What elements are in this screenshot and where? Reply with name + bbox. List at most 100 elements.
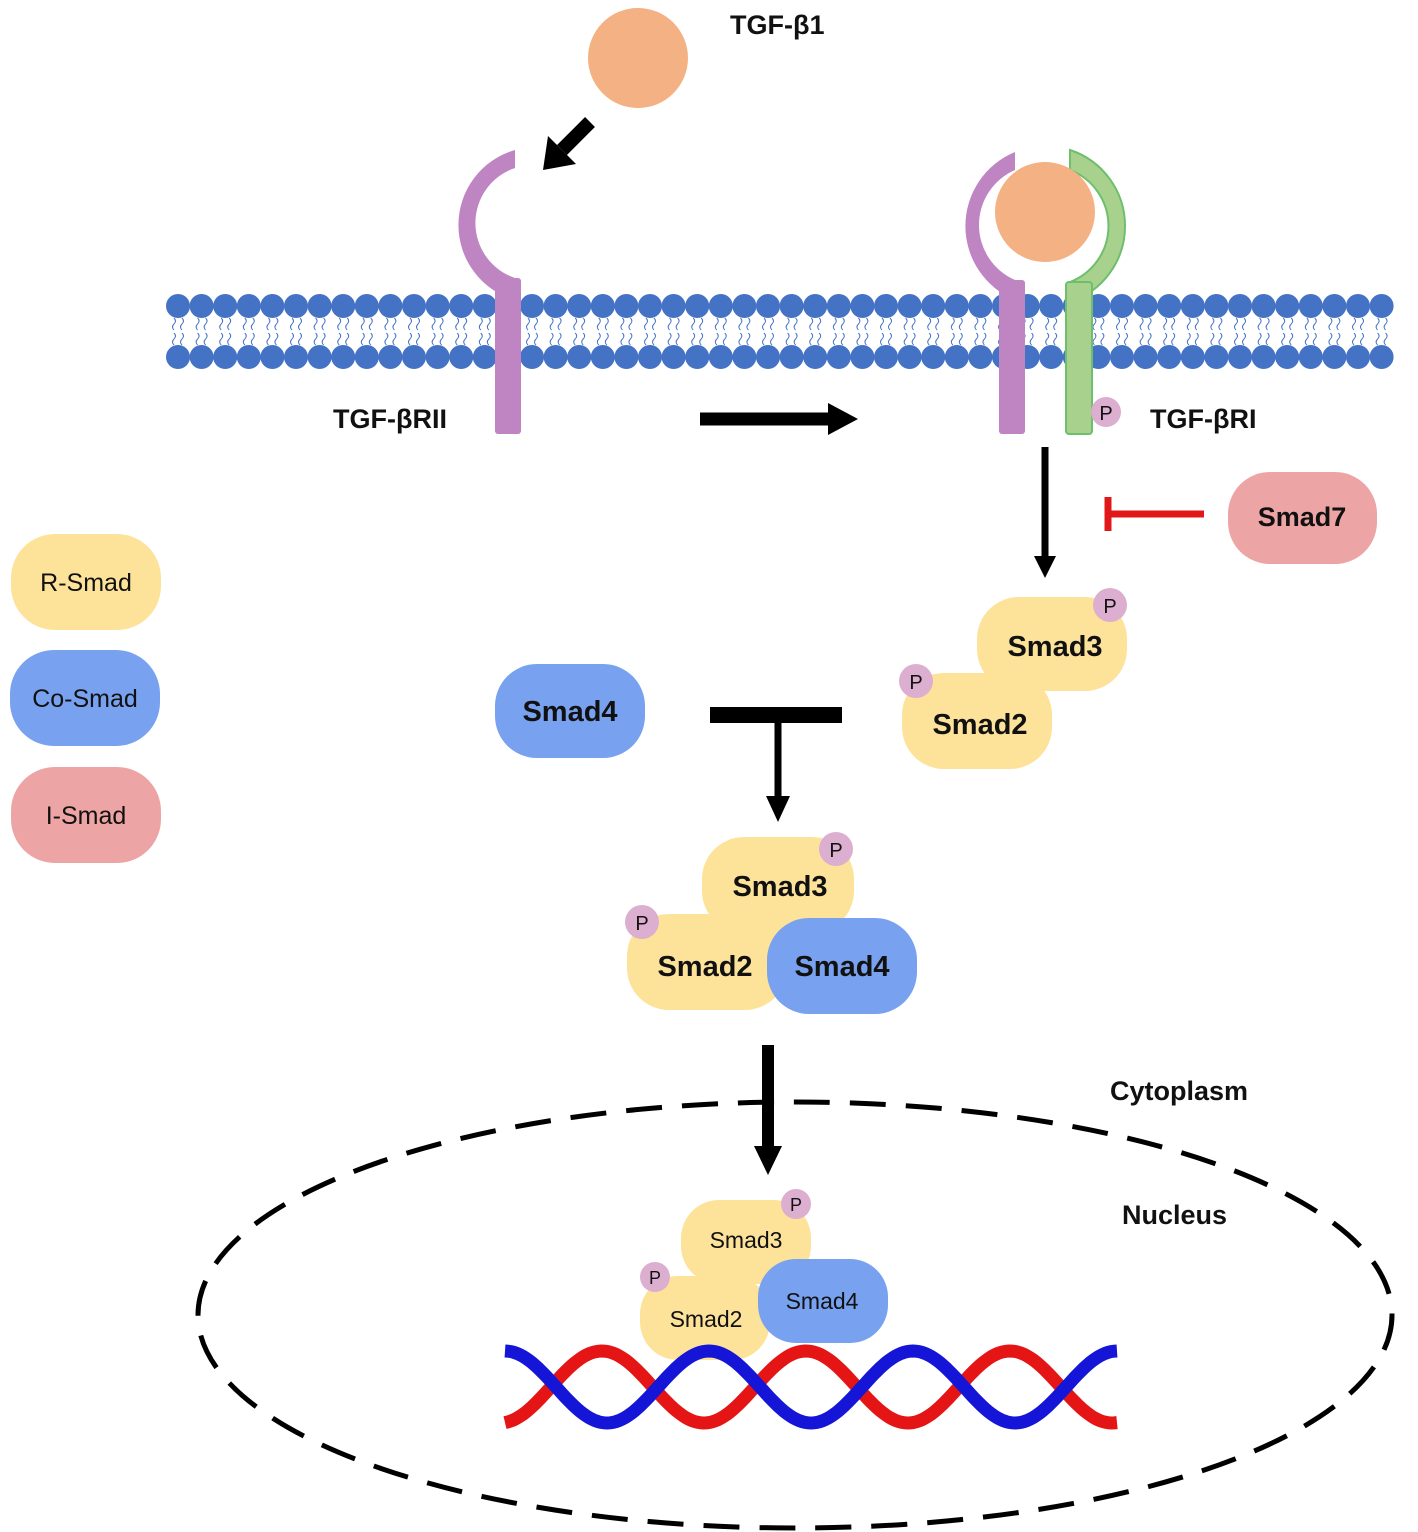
lipid-head [1322, 294, 1347, 318]
lipid-head [1204, 294, 1229, 318]
lipid-tail [888, 332, 892, 346]
lipid-tail [974, 317, 979, 331]
lipid-tail [392, 317, 397, 331]
lipid-head [354, 345, 379, 369]
lipid-tail [982, 317, 987, 331]
nuclear-smad3-phospho-badge [781, 1189, 811, 1219]
lipid-tail [903, 317, 908, 331]
lipid-tail [738, 317, 743, 331]
lipid-tail [1194, 317, 1199, 331]
lipid-tail [1257, 332, 1262, 346]
smad2-label: Smad2 [932, 709, 1027, 741]
lipid-head [1039, 294, 1064, 318]
lipid-tail [1383, 317, 1388, 331]
lipid-tail [1210, 332, 1215, 346]
lipid-tail [699, 317, 704, 331]
lipid-head [708, 294, 733, 318]
lipid-head [1275, 345, 1300, 369]
lipid-tail [439, 332, 444, 346]
lipid-head [638, 345, 662, 369]
lipid-head [968, 294, 993, 318]
nuclear-smad2-label: Smad2 [670, 1306, 743, 1332]
lipid-tail [691, 332, 696, 346]
lipid-tail [455, 332, 460, 346]
lipid-head [425, 345, 450, 369]
tgf-beta-ri-stem [1065, 281, 1093, 435]
lipid-tail [573, 317, 578, 331]
phospho-smad2-smad3-pair: Smad3 Smad2 P P [899, 588, 1127, 769]
smad3-label: Smad3 [1007, 631, 1102, 663]
lipid-tail [1100, 332, 1105, 346]
lipid-tail [604, 332, 609, 346]
complex-smad3-phospho-label: P [829, 840, 842, 862]
lipid-head [874, 294, 898, 318]
smad2-phospho-badge [899, 664, 933, 698]
lipid-head [590, 345, 615, 369]
lipid-tail [368, 317, 373, 331]
lipid-tail [1029, 317, 1034, 331]
lipid-tail [557, 317, 562, 331]
lipid-tail [856, 332, 861, 346]
lipid-tail [675, 317, 680, 331]
lipid-head [850, 345, 875, 369]
lipid-tail [950, 317, 955, 331]
lipid-tail [840, 332, 845, 346]
lipid-tail [298, 332, 302, 346]
lipid-tail [667, 317, 672, 331]
lipid-head [708, 345, 733, 369]
nuclear-smad3-shape [681, 1200, 811, 1284]
lipid-head [189, 345, 214, 369]
lipid-tail [1328, 317, 1333, 331]
lipid-tail [313, 317, 318, 331]
lipid-tail [714, 332, 719, 346]
lipid-tail [817, 332, 822, 346]
lipid-head [1204, 345, 1229, 369]
lipid-tail [1116, 332, 1120, 346]
lipid-tail [1124, 317, 1128, 331]
lipid-tail [809, 332, 814, 346]
lipid-head [803, 294, 828, 318]
lipid-tail [242, 317, 247, 331]
nuclear-smad2-shape [640, 1276, 770, 1360]
lipid-head [1110, 345, 1134, 369]
lipid-head [260, 294, 285, 318]
smad3-phospho-label: P [1103, 596, 1116, 618]
complex-smad4-label: Smad4 [794, 951, 889, 983]
smad7-label: Smad7 [1258, 502, 1347, 532]
lipid-tail [1375, 317, 1380, 331]
lipid-tail [581, 317, 586, 331]
complex-smad2-label: Smad2 [657, 951, 752, 983]
lipid-tail [1218, 332, 1223, 346]
lipid-head [1298, 294, 1323, 318]
lipid-tail [1186, 317, 1191, 331]
lipid-tail [266, 317, 271, 331]
nucleus-label: Nucleus [1122, 1200, 1227, 1230]
lipid-tail [793, 332, 798, 346]
lipid-head [1322, 345, 1347, 369]
smad3-phospho-badge [1093, 588, 1127, 622]
lipid-head [1180, 345, 1205, 369]
lipid-tail [227, 332, 232, 346]
cell-membrane [166, 294, 1394, 369]
nuclear-smad3-label: Smad3 [710, 1227, 783, 1253]
lipid-tail [345, 332, 350, 346]
lipid-head [378, 345, 403, 369]
lipid-head [779, 294, 804, 318]
lipid-head [331, 294, 356, 318]
lipid-head [826, 294, 851, 318]
lipid-tail [1360, 332, 1364, 346]
ligand-binding-arrow [543, 117, 595, 170]
lipid-head [1133, 345, 1158, 369]
lipid-head [1369, 345, 1394, 369]
tgf-beta-rii-label: TGF-βRII [333, 404, 447, 434]
lipid-tail [604, 317, 609, 331]
complex-smad2-shape [627, 914, 787, 1010]
lipid-tail [888, 317, 892, 331]
lipid-head [921, 345, 946, 369]
lipid-head [897, 294, 922, 318]
lipid-head [661, 345, 686, 369]
legend-i-smad-swatch [11, 767, 161, 863]
lipid-tail [746, 332, 751, 346]
